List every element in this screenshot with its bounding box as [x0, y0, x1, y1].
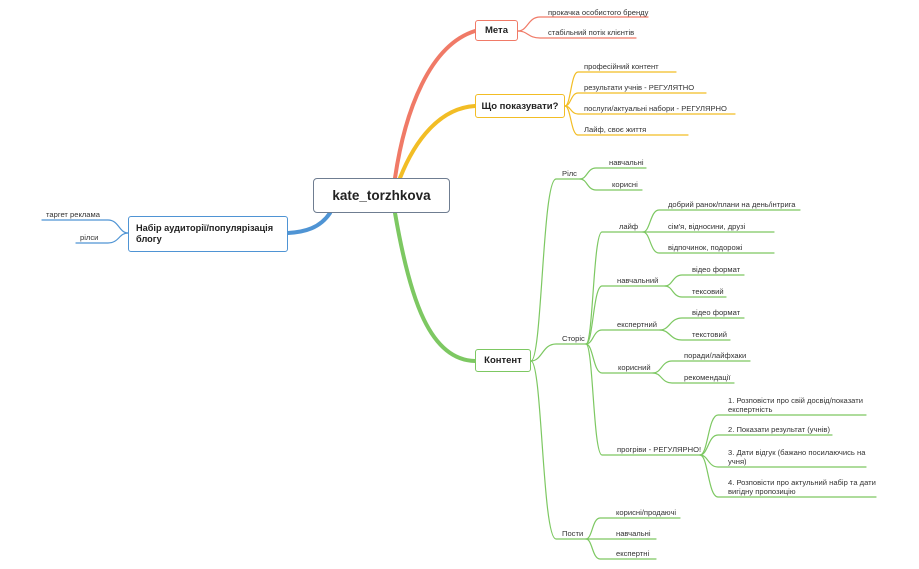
stories-warmups[interactable]: прогріви - РЕГУЛЯРНО!: [617, 445, 702, 454]
posts-item-expert[interactable]: експертні: [616, 549, 650, 558]
audience-item-reels[interactable]: рілси: [80, 233, 99, 242]
expert-item-text[interactable]: текстовий: [692, 330, 727, 339]
link-posts-item-3: [585, 538, 657, 560]
useful-item-recommendations[interactable]: рекомендації: [684, 373, 731, 382]
link-life-item-1: [642, 209, 801, 233]
link-goal-item-1: [517, 16, 649, 32]
life-item-morning[interactable]: добрий ранок/плани на день/інтрига: [668, 200, 796, 209]
link-reels-item-2: [579, 178, 643, 191]
link-posts-item-1: [585, 517, 681, 540]
goal-item-personal-brand[interactable]: прокачка особистого бренду: [548, 8, 649, 17]
main-link-goal: [393, 29, 477, 180]
link-warmup-item-2: [699, 434, 833, 456]
show-item-life[interactable]: Лайф, своє життя: [584, 125, 647, 134]
educational-item-video[interactable]: відео формат: [692, 265, 741, 274]
warmup-item-offer[interactable]: 4. Розповісти про актульний набір та дат…: [728, 478, 876, 497]
show-item-pro-content[interactable]: професійний контент: [584, 62, 659, 71]
link-goal-item-2: [517, 30, 637, 39]
main-link-show: [398, 104, 477, 180]
show-item-services[interactable]: послуги/актуальні набори - РЕГУЛЯРНО: [584, 104, 727, 113]
central-topic[interactable]: kate_torzhkova: [313, 178, 450, 213]
link-show-item-1: [564, 71, 677, 107]
link-stories-educational: [585, 285, 666, 345]
link-reels-item-1: [579, 167, 647, 180]
stories-educational[interactable]: навчальний: [617, 276, 659, 285]
stories-expert[interactable]: експертний: [617, 320, 657, 329]
warmup-item-results[interactable]: 2. Показати результат (учнів): [728, 425, 830, 434]
link-content-stories: [530, 343, 587, 362]
link-useful-item-1: [652, 360, 751, 374]
posts-item-selling[interactable]: корисні/продаючі: [616, 508, 677, 517]
useful-item-tips[interactable]: поради/лайфхаки: [684, 351, 747, 360]
link-content-posts: [530, 360, 587, 540]
link-show-item-4: [564, 105, 689, 136]
link-useful-item-2: [652, 372, 735, 384]
content-posts[interactable]: Пости: [562, 529, 584, 538]
branch-audience[interactable]: Набір аудиторії/популярізація блогу: [128, 216, 288, 252]
main-link-content: [393, 211, 477, 363]
reels-item-useful[interactable]: корисні: [612, 180, 638, 189]
link-educational-item-1: [664, 274, 745, 287]
content-stories[interactable]: Сторіс: [562, 334, 585, 343]
link-warmup-item-4: [699, 454, 877, 498]
link-expert-item-1: [659, 317, 745, 331]
educational-item-text[interactable]: тексовий: [692, 287, 724, 296]
stories-life[interactable]: лайф: [619, 222, 639, 231]
goal-item-client-flow[interactable]: стабільний потік клієнтів: [548, 28, 635, 37]
link-expert-item-2: [659, 329, 731, 341]
link-stories-life: [585, 231, 644, 345]
expert-item-video[interactable]: відео формат: [692, 308, 741, 317]
link-audience-item-1: [41, 219, 129, 234]
life-item-travel[interactable]: відпочинок, подорожі: [668, 243, 743, 252]
link-audience-item-2: [75, 232, 129, 244]
main-link-audience: [286, 211, 332, 235]
link-life-item-3: [642, 231, 775, 254]
audience-item-target-ads[interactable]: таргет реклама: [46, 210, 100, 219]
content-reels[interactable]: Рілс: [562, 169, 577, 178]
link-content-reels: [530, 178, 581, 362]
branch-goal[interactable]: Мета: [475, 20, 518, 41]
link-educational-item-2: [664, 285, 727, 298]
link-stories-warmups: [585, 343, 701, 456]
link-stories-expert: [585, 329, 661, 345]
branch-content[interactable]: Контент: [475, 349, 531, 372]
link-show-item-2: [564, 92, 707, 107]
warmup-item-experience[interactable]: 1. Розповісти про свій досвід/показати е…: [728, 396, 863, 415]
warmup-item-review[interactable]: 3. Дати відгук (бажано посилаючись на уч…: [728, 448, 866, 467]
show-item-student-results[interactable]: результати учнів - РЕГУЛЯТНО: [584, 83, 695, 92]
posts-item-educational[interactable]: навчальні: [616, 529, 651, 538]
link-stories-useful: [585, 343, 654, 374]
branch-what-to-show[interactable]: Що показувати?: [475, 94, 565, 118]
life-item-family[interactable]: сім'я, відносини, друзі: [668, 222, 746, 231]
reels-item-educational[interactable]: навчальні: [609, 158, 644, 167]
stories-useful[interactable]: корисний: [618, 363, 651, 372]
